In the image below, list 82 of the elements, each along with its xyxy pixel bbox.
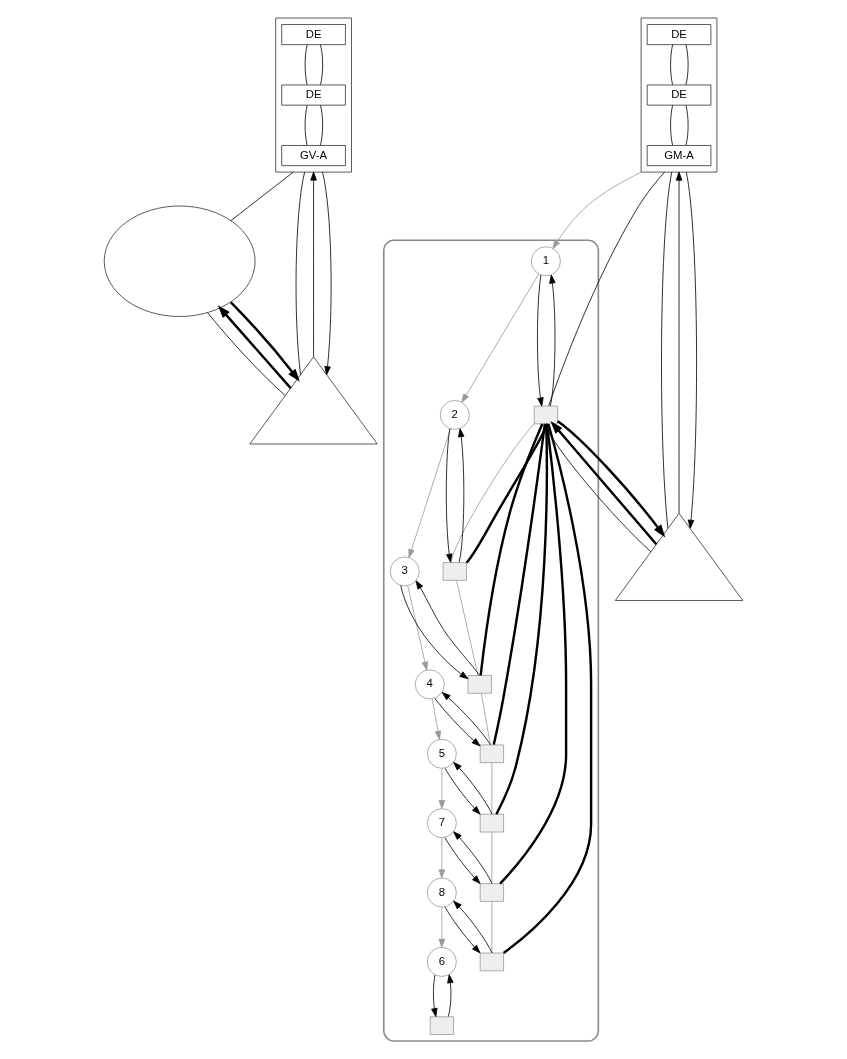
node-box: DE (646, 24, 712, 46)
arrow (438, 906, 446, 948)
arrow (458, 428, 465, 563)
arrow (550, 421, 658, 546)
arrow (447, 974, 454, 1017)
node-triangle (614, 512, 744, 601)
arrow (445, 428, 453, 563)
connector (450, 423, 535, 563)
connector (480, 693, 491, 746)
arrow (400, 585, 469, 680)
connector (304, 104, 308, 146)
arrow (438, 768, 446, 809)
node-box (479, 952, 504, 972)
node-box (533, 405, 559, 425)
node-triangle (249, 356, 378, 445)
node-circle: 4 (414, 669, 445, 700)
connector (661, 171, 673, 529)
connector (499, 423, 568, 885)
node-circle: 7 (426, 808, 457, 839)
connector (495, 423, 549, 815)
node-box (467, 675, 492, 694)
arrow (408, 428, 451, 558)
arrow (453, 900, 493, 954)
arrow (453, 831, 493, 885)
arrow (444, 837, 481, 884)
connector (491, 762, 493, 815)
connector (479, 423, 544, 676)
arrow (441, 692, 491, 746)
arrow (431, 698, 442, 740)
connector (320, 44, 324, 86)
node-box (479, 883, 504, 902)
arrow (444, 906, 481, 954)
connector (685, 44, 689, 86)
node-box (442, 562, 467, 581)
arrow (461, 273, 540, 403)
connector (491, 901, 493, 954)
node-circle: 8 (426, 877, 457, 908)
connector (207, 312, 286, 396)
arrow (431, 974, 438, 1017)
arrow (444, 767, 481, 815)
connector (548, 171, 665, 407)
connector (502, 423, 593, 954)
cluster (640, 17, 718, 173)
node-box: GM-A (646, 145, 712, 167)
arrow (557, 420, 666, 538)
arrow (549, 274, 556, 407)
node-box: DE (281, 24, 346, 46)
node-box: GV-A (281, 145, 346, 167)
arrow (310, 171, 317, 358)
arrow (537, 274, 544, 407)
node-box: DE (281, 84, 346, 106)
arrow (217, 305, 292, 389)
connector (304, 44, 308, 86)
arrow (407, 585, 429, 671)
node-box (429, 1016, 454, 1035)
connector (456, 580, 479, 676)
connector (492, 423, 547, 745)
arrow (415, 580, 480, 676)
arrow (675, 171, 683, 514)
arrow (552, 171, 642, 249)
node-circle: 1 (531, 246, 561, 277)
connector (230, 171, 294, 221)
connector (320, 104, 324, 146)
node-box (479, 744, 504, 764)
node-box: DE (646, 84, 712, 106)
arrow (685, 171, 697, 529)
cluster (275, 17, 352, 173)
arrow (322, 171, 332, 376)
node-circle: 6 (426, 947, 457, 977)
arrow (438, 837, 446, 879)
arrow (453, 761, 493, 815)
connector (670, 44, 674, 86)
arrow (434, 697, 481, 747)
arrow (230, 301, 300, 382)
connector (670, 104, 674, 146)
node-box (479, 813, 504, 833)
connector (491, 831, 493, 884)
connector (685, 104, 689, 146)
connector (295, 171, 306, 376)
node-circle: 3 (389, 556, 420, 587)
node-circle: 5 (426, 738, 457, 769)
node-circle: 2 (439, 400, 470, 430)
